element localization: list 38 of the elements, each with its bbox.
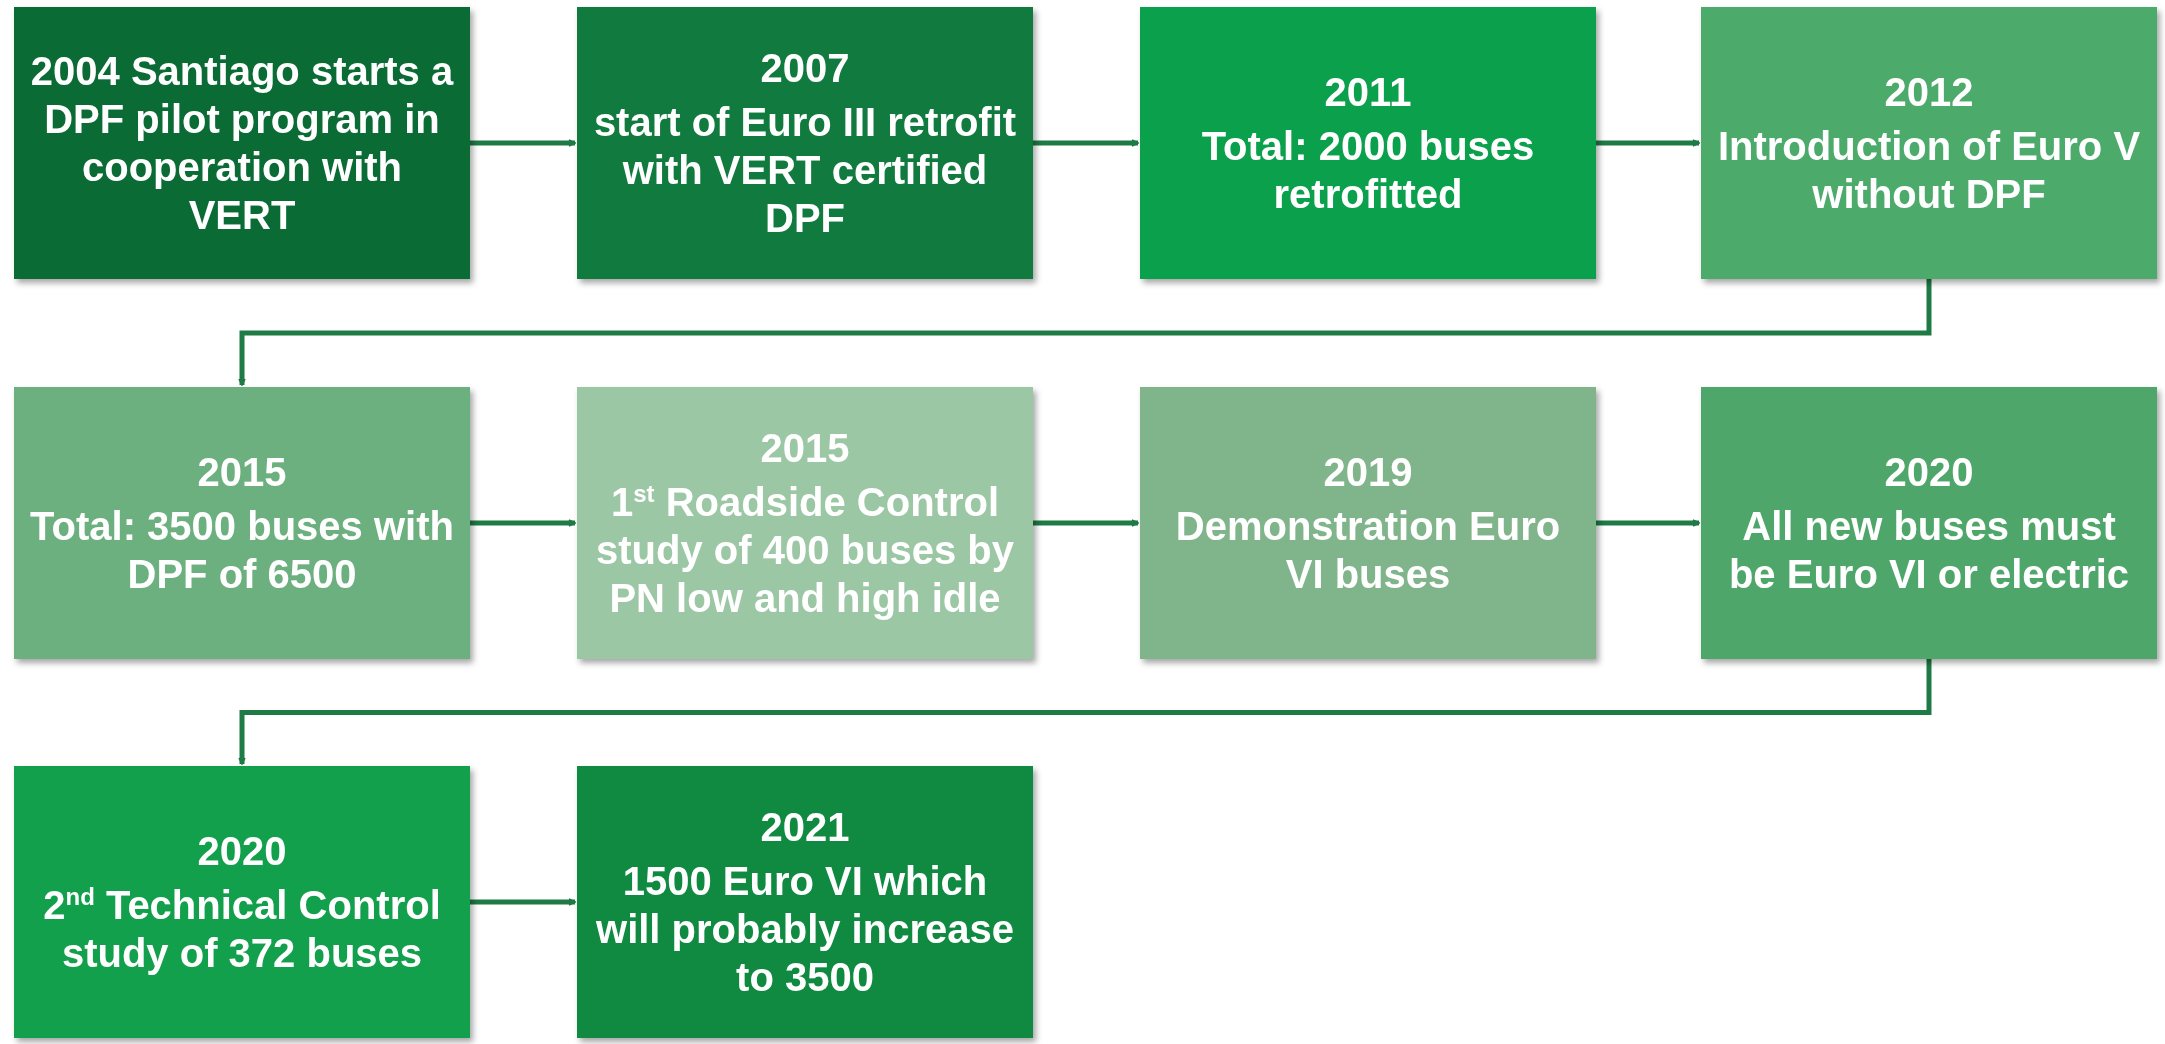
year-label: 2012	[1884, 69, 1974, 116]
timeline-box	[14, 766, 470, 1038]
year-label: 2020	[197, 828, 287, 875]
event-text: 1500 Euro VI which will probably increase to 3500	[595, 858, 1015, 1001]
year-label: 2019	[1323, 449, 1413, 496]
arrow	[1033, 519, 1139, 527]
timeline-box	[1701, 387, 2157, 659]
arrow	[238, 659, 1932, 765]
arrow	[238, 279, 1932, 386]
timeline-box	[577, 387, 1033, 659]
event-text: 2004 Santiago starts a DPF pilot program in cooperation with VERT	[29, 48, 455, 239]
event-text: Demonstration Euro VI buses	[1174, 503, 1562, 598]
event-text: 2$^{nd}$ Technical Control study of 372 buses	[42, 881, 442, 977]
arrow	[1033, 139, 1139, 147]
arrow	[1596, 139, 1700, 147]
event-text: All new buses must be Euro VI or electric	[1727, 503, 2131, 598]
year-label: 2007	[760, 45, 850, 92]
event-text: Total: 2000 buses retrofitted	[1200, 123, 1536, 218]
timeline-box	[577, 766, 1033, 1038]
arrow	[470, 519, 576, 527]
timeline-box	[1701, 7, 2157, 279]
year-label: 2015	[197, 449, 287, 496]
year-label: 2020	[1884, 449, 1974, 496]
arrow	[470, 139, 576, 147]
year-label: 2011	[1324, 69, 1412, 116]
event-text: Introduction of Euro V without DPF	[1716, 123, 2142, 218]
event-text: 1$^{st}$ Roadside Control study of 400 buses by PN low and high idle	[595, 478, 1015, 622]
timeline-box	[14, 387, 470, 659]
arrow	[1596, 519, 1700, 527]
year-label: 2015	[760, 425, 850, 472]
event-text: Total: 3500 buses with DPF of 6500	[29, 503, 455, 598]
event-text: start of Euro III retrofit with VERT certified DPF	[592, 99, 1018, 242]
year-label: 2021	[760, 804, 850, 851]
arrow	[470, 898, 576, 906]
timeline-box	[1140, 7, 1596, 279]
timeline-box	[14, 7, 470, 279]
timeline-box	[1140, 387, 1596, 659]
timeline-box	[577, 7, 1033, 279]
